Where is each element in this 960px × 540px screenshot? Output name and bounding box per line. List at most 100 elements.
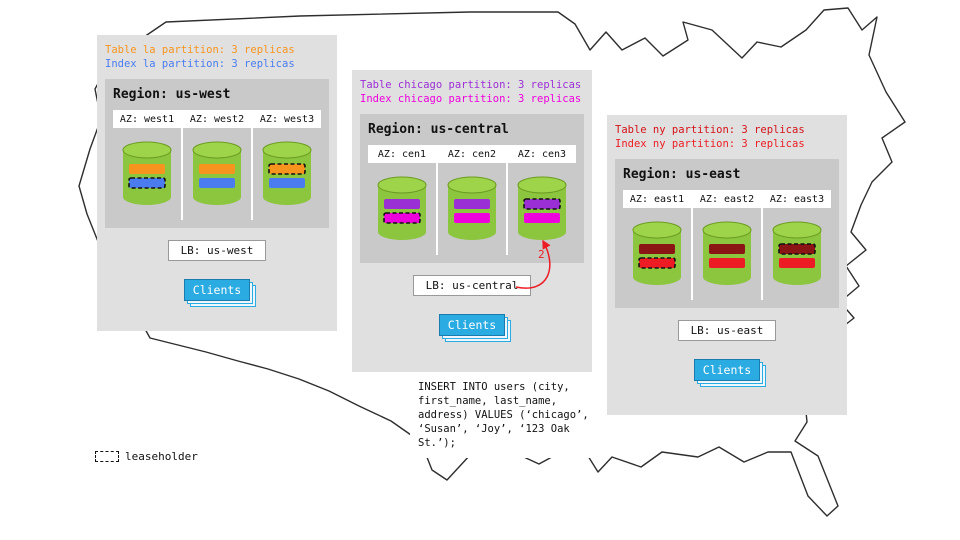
table-partition-leaseholder (778, 243, 816, 255)
az-label: AZ: east2 (693, 190, 761, 208)
region-panel-us-central: Table chicago partition: 3 replicas Inde… (352, 70, 592, 372)
table-partition-replica (454, 199, 490, 209)
database-cylinder (702, 221, 752, 285)
table-partition-replica (639, 244, 675, 254)
region-title: Region: us-west (113, 87, 231, 102)
region-title: Region: us-central (368, 122, 509, 137)
leaseholder-legend: leaseholder (95, 450, 198, 463)
cylinder-top (262, 141, 312, 159)
region-panel-us-east: Table ny partition: 3 replicas Index ny … (607, 115, 847, 415)
az-cell (183, 128, 251, 220)
table-partition-replica (129, 164, 165, 174)
table-partition-leaseholder (268, 163, 306, 175)
clients-button: Clients (184, 279, 250, 301)
database-cylinder (517, 176, 567, 240)
clients-label: Clients (694, 359, 760, 381)
cylinder-top (772, 221, 822, 239)
region-box-us-east: Region: us-east AZ: east1 AZ: east2 (615, 159, 839, 308)
region-title: Region: us-east (623, 167, 741, 182)
database-cylinder (122, 141, 172, 205)
az-label: AZ: west2 (183, 110, 251, 128)
clients-button: Clients (694, 359, 760, 381)
database-cylinder (377, 176, 427, 240)
az-cell (368, 163, 436, 255)
leaseholder-swatch-icon (95, 451, 119, 462)
region-panel-us-west: Table la partition: 3 replicas Index la … (97, 35, 337, 331)
az-label: AZ: west1 (113, 110, 181, 128)
region-box-us-west: Region: us-west AZ: west1 AZ: west2 (105, 79, 329, 228)
az-column-west1: AZ: west1 (113, 110, 181, 220)
us-map-border (78, 7, 906, 517)
leaseholder-label: leaseholder (125, 450, 198, 463)
cylinder-top (632, 221, 682, 239)
index-partition-replica (779, 258, 815, 268)
az-cell (763, 208, 831, 300)
cylinder-top (192, 141, 242, 159)
cylinder-top (517, 176, 567, 194)
load-balancer-us-central: LB: us-central (412, 275, 532, 296)
legend-table-chicago: Table chicago partition: 3 replicas (360, 79, 582, 91)
table-partition-leaseholder (523, 198, 561, 210)
index-partition-replica (709, 258, 745, 268)
legend-table-ny: Table ny partition: 3 replicas (615, 124, 805, 136)
database-cylinder (447, 176, 497, 240)
database-cylinder (632, 221, 682, 285)
az-column-east1: AZ: east1 (623, 190, 691, 300)
az-column-west3: AZ: west3 (253, 110, 321, 220)
az-column-cen1: AZ: cen1 (368, 145, 436, 255)
table-partition-replica (384, 199, 420, 209)
legend-index-ny: Index ny partition: 3 replicas (615, 138, 805, 150)
az-label: AZ: east1 (623, 190, 691, 208)
az-grid: AZ: west1 AZ: west2 (113, 110, 321, 220)
database-cylinder (772, 221, 822, 285)
legend-index-chicago: Index chicago partition: 3 replicas (360, 93, 582, 105)
legend-index-la: Index la partition: 3 replicas (105, 58, 295, 70)
az-column-east3: AZ: east3 (763, 190, 831, 300)
cylinder-body (448, 185, 496, 240)
az-column-cen2: AZ: cen2 (438, 145, 506, 255)
cylinder-top (122, 141, 172, 159)
clients-label: Clients (184, 279, 250, 301)
az-cell (693, 208, 761, 300)
index-partition-leaseholder (383, 212, 421, 224)
az-label: AZ: cen3 (508, 145, 576, 163)
cylinder-top (447, 176, 497, 194)
sql-statement-box: INSERT INTO users (city, first_name, las… (410, 372, 602, 458)
az-cell (113, 128, 181, 220)
az-label: AZ: west3 (253, 110, 321, 128)
cylinder-body (703, 230, 751, 285)
database-cylinder (262, 141, 312, 205)
region-box-us-central: Region: us-central AZ: cen1 AZ: cen2 (360, 114, 584, 263)
az-column-west2: AZ: west2 (183, 110, 251, 220)
index-partition-leaseholder (128, 177, 166, 189)
az-grid: AZ: cen1 AZ: cen2 (368, 145, 576, 255)
database-cylinder (192, 141, 242, 205)
az-label: AZ: cen1 (368, 145, 436, 163)
az-column-cen3: AZ: cen3 (508, 145, 576, 255)
az-cell (623, 208, 691, 300)
index-partition-replica (269, 178, 305, 188)
cylinder-top (377, 176, 427, 194)
index-partition-leaseholder (638, 257, 676, 269)
cylinder-top (702, 221, 752, 239)
az-label: AZ: cen2 (438, 145, 506, 163)
clients-button: Clients (439, 314, 505, 336)
az-grid: AZ: east1 AZ: east2 (623, 190, 831, 300)
az-cell (438, 163, 506, 255)
arrow-step-label: 2 (538, 248, 545, 261)
load-balancer-us-west: LB: us-west (167, 240, 267, 261)
clients-label: Clients (439, 314, 505, 336)
table-partition-replica (199, 164, 235, 174)
cylinder-body (193, 150, 241, 205)
az-cell (508, 163, 576, 255)
index-partition-replica (199, 178, 235, 188)
table-partition-replica (709, 244, 745, 254)
index-partition-replica (524, 213, 560, 223)
index-partition-replica (454, 213, 490, 223)
load-balancer-us-east: LB: us-east (677, 320, 777, 341)
legend-table-la: Table la partition: 3 replicas (105, 44, 295, 56)
az-label: AZ: east3 (763, 190, 831, 208)
az-cell (253, 128, 321, 220)
